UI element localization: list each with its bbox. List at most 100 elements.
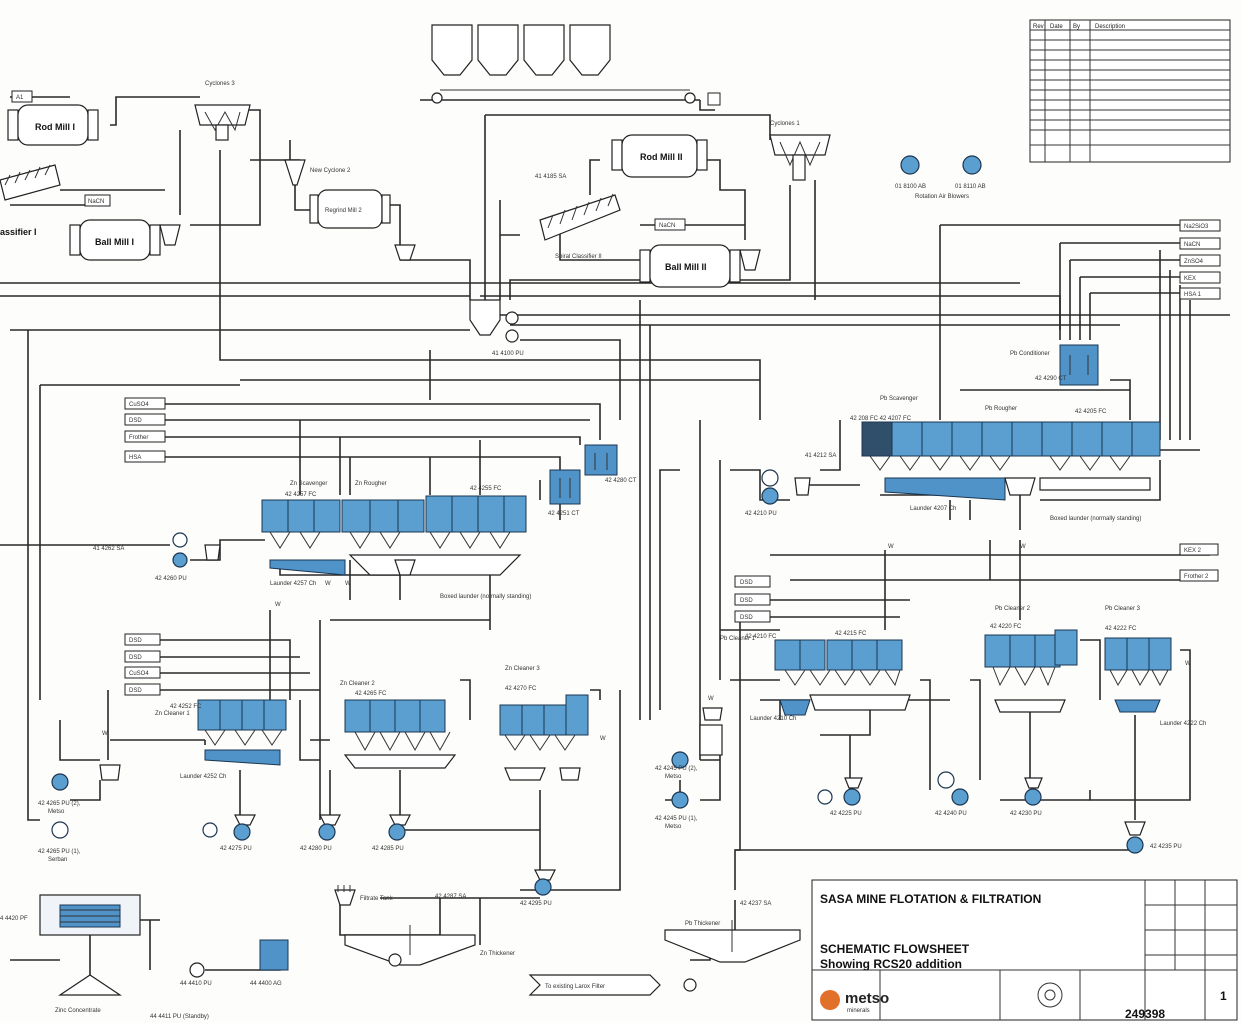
label-sa-4237: 42 4237 SA xyxy=(740,901,771,907)
zn-reagent-frother-box xyxy=(124,430,166,443)
reagent-box-1 xyxy=(1179,219,1221,232)
logo-text: metso xyxy=(845,990,889,1007)
label-pu-4225: 42 4225 PU xyxy=(830,811,862,817)
reagent-box-5 xyxy=(1179,287,1221,300)
rev-header-by: By xyxy=(1073,24,1080,30)
zn-reagent-cuso4-box xyxy=(124,397,166,410)
zn-reagent-dsd: DSD xyxy=(129,418,142,424)
label-boxed-launder-1: Boxed launder (normally standing) xyxy=(440,594,531,600)
new-cyclone-2 xyxy=(284,159,306,186)
label-zn-cleaner-1: Zn Cleaner 1 xyxy=(155,711,190,717)
zn-cleaner-1-bank xyxy=(197,699,287,766)
logo-sub: minerals xyxy=(847,1008,870,1014)
zn-cleaner-3-bank xyxy=(499,694,589,781)
label-w-5: W xyxy=(275,602,281,608)
label-launder-4222: Launder 4222 Ch xyxy=(1160,721,1206,727)
zn-thickener xyxy=(344,925,476,967)
zn-reagent-hsa-box xyxy=(124,450,166,463)
label-pu-42-4210: 42 4210 PU xyxy=(745,511,777,517)
label-zn-cleaner-3: Zn Cleaner 3 xyxy=(505,666,540,672)
pb-cleaner-1-bank xyxy=(774,639,911,716)
label-pb-scav: Pb Scavenger xyxy=(880,396,918,402)
mill-discharge-sump xyxy=(469,299,519,343)
zn-cl-reagent-4-box xyxy=(124,683,161,696)
pb-cleaner-2-bank xyxy=(984,629,1078,713)
equipment xyxy=(0,24,1172,996)
pb-cl-reagent-2-box xyxy=(734,593,771,606)
regrind-mill-2 xyxy=(309,189,416,261)
label-pu-4240: 42 4240 PU xyxy=(935,811,967,817)
pb-cl-reagent-1: DSD xyxy=(740,580,753,586)
label-pu-4265-1b: Serban xyxy=(48,857,67,863)
label-ab-8100: 01 8100 AB xyxy=(895,184,926,190)
label-filtrate-tank: Filtrate Tank xyxy=(360,896,394,902)
label-pb-rougher: Pb Rougher xyxy=(985,406,1017,412)
label-ab-8110: 01 8110 AB xyxy=(955,184,986,190)
label-classifier-1: assifier I xyxy=(0,227,37,237)
label-pu-4245-2: 42 4245 PU (2), xyxy=(655,766,698,772)
process-lines xyxy=(0,96,1230,995)
label-rotary-blowers: Rotation Air Blowers xyxy=(915,194,969,200)
reagent-box-2 xyxy=(1179,237,1221,250)
rev-header-date: Date xyxy=(1050,24,1063,30)
pb-conditioner-tank xyxy=(1059,344,1099,386)
title-block: SASA MINE FLOTATION & FILTRATION SCHEMAT… xyxy=(811,879,1238,1021)
zn-reagent-frother: Frother xyxy=(129,435,148,441)
filtrate-tank xyxy=(334,885,356,906)
reagent-box-7 xyxy=(1179,543,1219,556)
label-sa-41185: 41 4185 SA xyxy=(535,174,566,180)
ball-mill-2 xyxy=(639,244,761,288)
label-w-7: W xyxy=(600,736,606,742)
rev-header-rev: Rev xyxy=(1033,24,1044,30)
label-pb-cond: Pb Conditioner xyxy=(1010,351,1050,357)
label-zn-thickener: Zn Thickener xyxy=(480,951,515,957)
zn-cl-reagent-1: DSD xyxy=(129,638,142,644)
zn-cl-reagent-3: CuSO4 xyxy=(129,671,149,677)
pb-thickener xyxy=(528,920,801,996)
label-pu-4245-1b: Metso xyxy=(665,824,682,830)
label-fc-4222: 42 4222 FC xyxy=(1105,626,1137,632)
zn-cl-reagent-2-box xyxy=(124,650,161,663)
label-new-cyclone-2: New Cyclone 2 xyxy=(310,168,351,174)
label-zinc-concentrate: Zinc Concentrate xyxy=(55,1008,101,1014)
label-launder-4257: Launder 4257 Ch xyxy=(270,581,316,587)
label-w-9: W xyxy=(1185,661,1191,667)
label-regrind-mill: Regrind Mill 2 xyxy=(325,208,362,214)
nacn-box-2 xyxy=(654,218,686,231)
reagent-box-8 xyxy=(1179,569,1219,582)
label-pu-4265-2b: Metso xyxy=(48,809,65,815)
label-pu-4265-1: 42 4265 PU (1), xyxy=(38,849,81,855)
nacn-box-1 xyxy=(84,194,111,207)
label-sa-4287: 42 4287 SA xyxy=(435,894,466,900)
label-pb-cleaner-1: Pb Cleaner 1 xyxy=(720,636,756,642)
label-fc-4255: 42 4255 FC xyxy=(470,486,502,492)
rod-mill-1 xyxy=(7,104,99,146)
zn-cl-reagent-2: DSD xyxy=(129,655,142,661)
zn-cl-reagent-1-box xyxy=(124,633,161,646)
sheet-number: 1 xyxy=(1220,989,1227,1003)
label-pu-4245-1: 42 4245 PU (1), xyxy=(655,816,698,822)
pb-cl-reagent-3-box xyxy=(734,610,771,623)
label-w-8: W xyxy=(708,696,714,702)
label-ct-4290: 42 4290 CT xyxy=(1035,376,1067,382)
a1-tag: A1 xyxy=(16,95,24,101)
reagent-4-label: KEX xyxy=(1184,276,1196,282)
pb-pumps xyxy=(671,469,1146,854)
zn-rougher-bank xyxy=(261,495,527,576)
drawing-number: 249398 xyxy=(1125,1007,1165,1021)
reagent-box-4 xyxy=(1179,271,1221,284)
projection-symbol-icon xyxy=(1037,982,1063,1008)
label-pb-cleaner-3: Pb Cleaner 3 xyxy=(1105,606,1141,612)
label-pu-4275: 42 4275 PU xyxy=(220,846,252,852)
ball-mill-1 xyxy=(69,219,181,261)
label-pu-4285: 42 4285 PU xyxy=(372,846,404,852)
reagent-tags: Na2SiO3 NaCN ZnSO4 KEX HSA 1 KEX 2 Froth… xyxy=(11,90,1221,696)
label-sa-41-4262: 41 4262 SA xyxy=(93,546,124,552)
label-cyclones-3: Cyclones 3 xyxy=(205,81,235,87)
label-w-2: W xyxy=(888,544,894,550)
nacn-tag-1: NaCN xyxy=(88,199,104,205)
zn-reagent-dsd-box xyxy=(124,413,166,426)
label-launder-4210: Launder 4210 Ch xyxy=(750,716,796,722)
reagent-7-label: KEX 2 xyxy=(1184,548,1202,554)
